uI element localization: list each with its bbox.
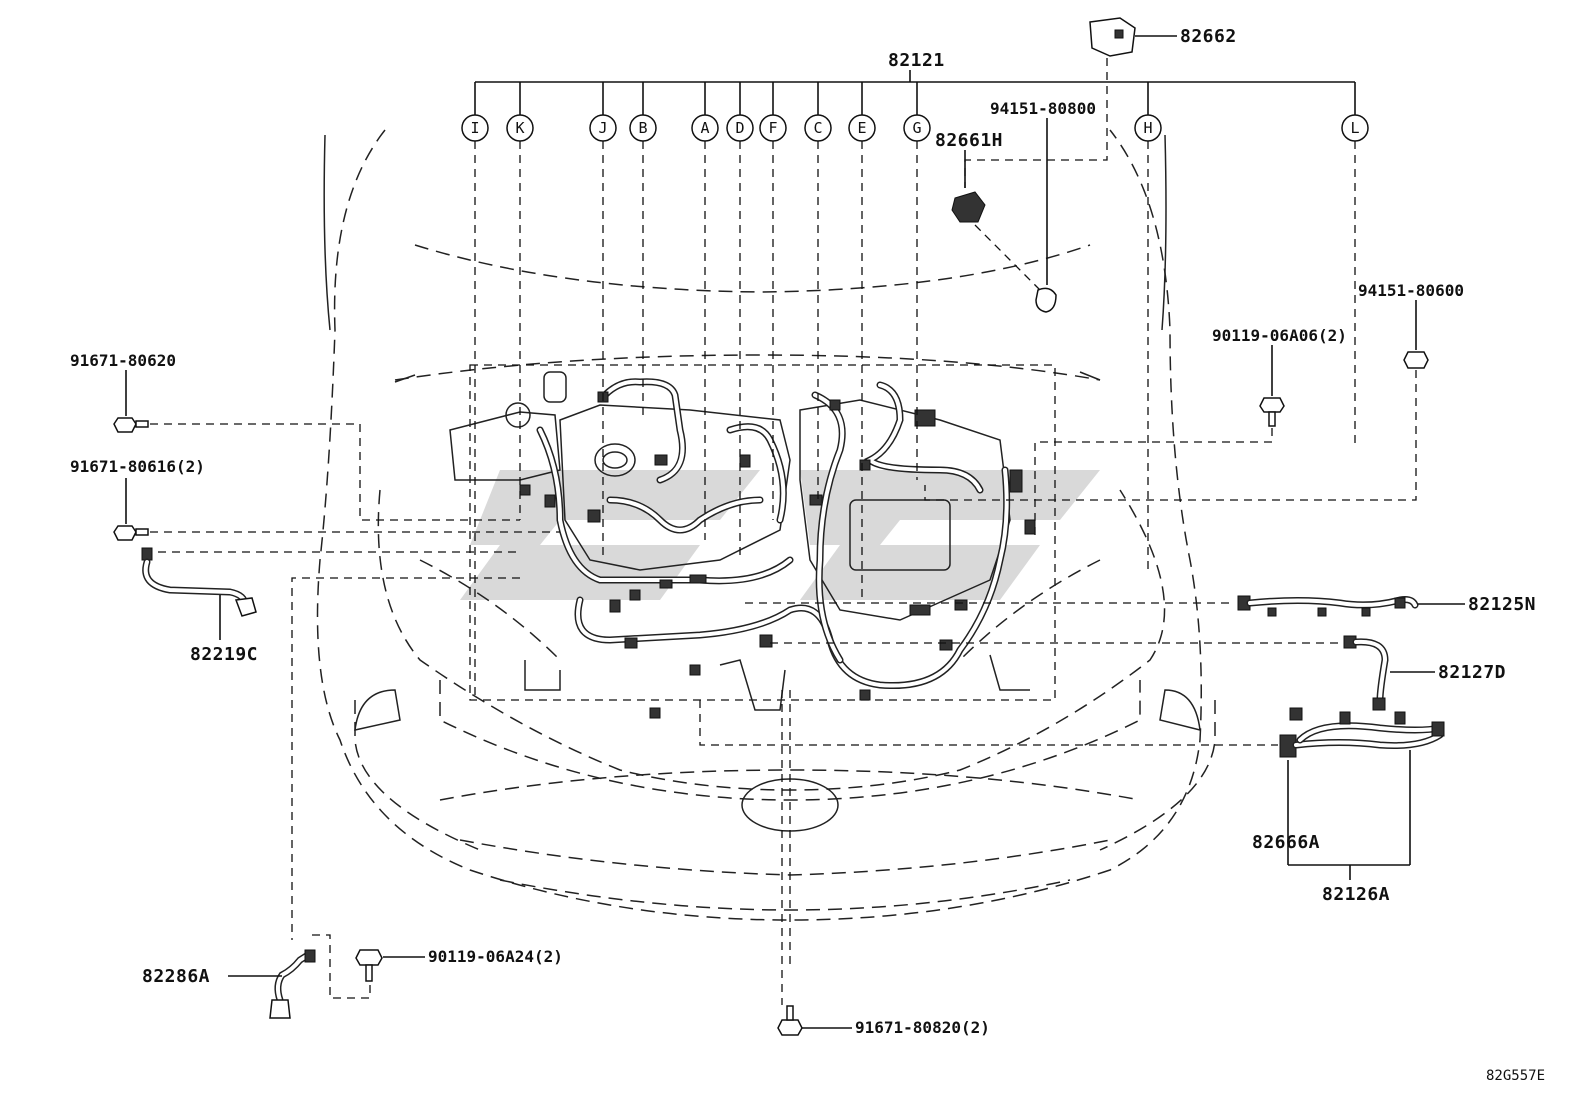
branch-letter-c[interactable]: C — [813, 119, 822, 137]
part-number-82121[interactable]: 82121 — [888, 50, 945, 71]
branch-letter-e[interactable]: E — [857, 119, 866, 137]
part-91671-80820 — [777, 690, 852, 1036]
part-82127d — [770, 635, 1435, 711]
part-number-91671-80820[interactable]: 91671-80820(2) — [855, 1018, 990, 1037]
branch-circle-j — [589, 114, 617, 142]
part-94151-80800 — [1035, 118, 1057, 313]
branch-letter-d[interactable]: D — [735, 119, 744, 137]
part-number-90119-06a24[interactable]: 90119-06A24(2) — [428, 947, 563, 966]
branch-letter-a[interactable]: A — [700, 119, 709, 137]
branch-letter-l[interactable]: L — [1350, 119, 1359, 137]
part-number-82126a[interactable]: 82126A — [1322, 884, 1390, 905]
branch-circle-h — [1134, 114, 1162, 142]
part-82219c — [141, 547, 520, 640]
part-number-82661h[interactable]: 82661H — [935, 130, 1003, 151]
branch-circle-b — [629, 114, 657, 142]
figure-reference: 82G557E — [1486, 1068, 1545, 1084]
part-number-82125n[interactable]: 82125N — [1468, 594, 1536, 615]
part-number-90119-06a06[interactable]: 90119-06A06(2) — [1212, 326, 1347, 345]
part-number-94151-80600[interactable]: 94151-80600 — [1358, 281, 1464, 300]
branch-circle-f — [759, 114, 787, 142]
part-number-91671-80620[interactable]: 91671-80620 — [70, 351, 176, 370]
part-82126a — [699, 700, 1445, 880]
vehicle-body-outline — [316, 129, 1216, 921]
part-82661h — [951, 150, 1041, 291]
branch-letter-b[interactable]: B — [638, 119, 647, 137]
part-number-82286a[interactable]: 82286A — [142, 966, 210, 987]
branch-bracket — [474, 70, 1356, 700]
branch-circle-i — [461, 114, 489, 142]
branch-letter-g[interactable]: G — [912, 119, 921, 137]
branch-circle-k — [506, 114, 534, 142]
branch-circle-e — [848, 114, 876, 142]
part-91671-80616 — [113, 478, 560, 541]
engine-harness-82121 — [519, 378, 1036, 719]
part-90119-06a24 — [355, 949, 425, 982]
branch-circle-c — [804, 114, 832, 142]
branch-circle-d — [726, 114, 754, 142]
branch-circle-l — [1341, 114, 1369, 142]
branch-circle-g — [903, 114, 931, 142]
part-94151-80600 — [924, 300, 1429, 501]
part-number-82662[interactable]: 82662 — [1180, 26, 1237, 47]
branch-letter-i[interactable]: I — [470, 119, 479, 137]
part-number-82219c[interactable]: 82219C — [190, 644, 258, 665]
part-82286a — [228, 577, 520, 1019]
part-91671-80620 — [113, 370, 520, 521]
part-number-82127d[interactable]: 82127D — [1438, 662, 1506, 683]
part-number-82666a[interactable]: 82666A — [1252, 832, 1320, 853]
watermark-logo — [460, 470, 1100, 600]
branch-letter-j[interactable]: J — [598, 119, 607, 137]
part-90119-06a06 — [1034, 345, 1285, 540]
branch-letter-f[interactable]: F — [768, 119, 777, 137]
part-number-91671-80616[interactable]: 91671-80616(2) — [70, 457, 205, 476]
branch-circle-a — [691, 114, 719, 142]
branch-letter-k[interactable]: K — [515, 119, 524, 137]
part-82125n — [745, 595, 1465, 617]
branch-letter-h[interactable]: H — [1143, 119, 1152, 137]
part-number-94151-80800[interactable]: 94151-80800 — [990, 99, 1096, 118]
